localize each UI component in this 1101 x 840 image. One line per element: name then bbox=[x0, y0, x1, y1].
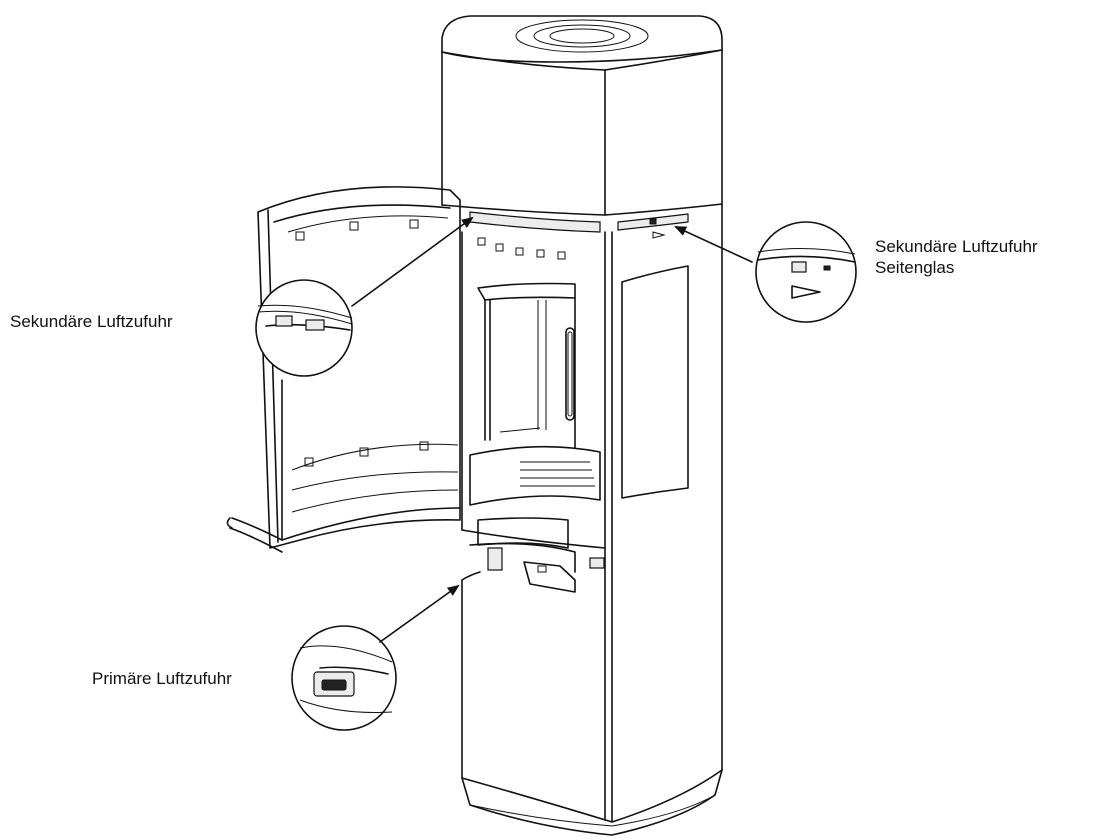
label-secondary-air: Sekundäre Luftzufuhr bbox=[10, 312, 173, 331]
label-primary-air: Primäre Luftzufuhr bbox=[92, 669, 232, 688]
zoom-circle-bottom bbox=[291, 625, 397, 731]
label-secondary-air-side-glass: Sekundäre Luftzufuhr Seitenglas bbox=[875, 236, 1038, 278]
secondary-air-slot-front bbox=[469, 211, 601, 233]
zoom-circle-left bbox=[255, 279, 353, 377]
door-clips bbox=[295, 219, 429, 467]
secondary-air-slot-side bbox=[617, 213, 689, 239]
label-side-glass-line2: Seitenglas bbox=[875, 258, 955, 277]
top-vent-ring bbox=[515, 19, 649, 53]
primary-air-lever bbox=[487, 547, 605, 593]
firebox-opening bbox=[469, 282, 601, 506]
ash-drawer-area bbox=[461, 517, 606, 573]
arrow-primary-air bbox=[379, 584, 460, 643]
zoom-circle-right bbox=[755, 221, 857, 323]
vent-square-row bbox=[477, 237, 566, 260]
stove-base bbox=[461, 769, 723, 836]
open-door bbox=[226, 186, 461, 553]
side-glass-window bbox=[621, 265, 689, 499]
arrow-secondary-air-side bbox=[674, 226, 753, 263]
arrow-secondary-air-left bbox=[351, 216, 474, 307]
door-handle bbox=[226, 517, 283, 553]
stove-body bbox=[441, 15, 723, 836]
label-secondary-air-side-line1: Sekundäre Luftzufuhr bbox=[875, 237, 1038, 256]
